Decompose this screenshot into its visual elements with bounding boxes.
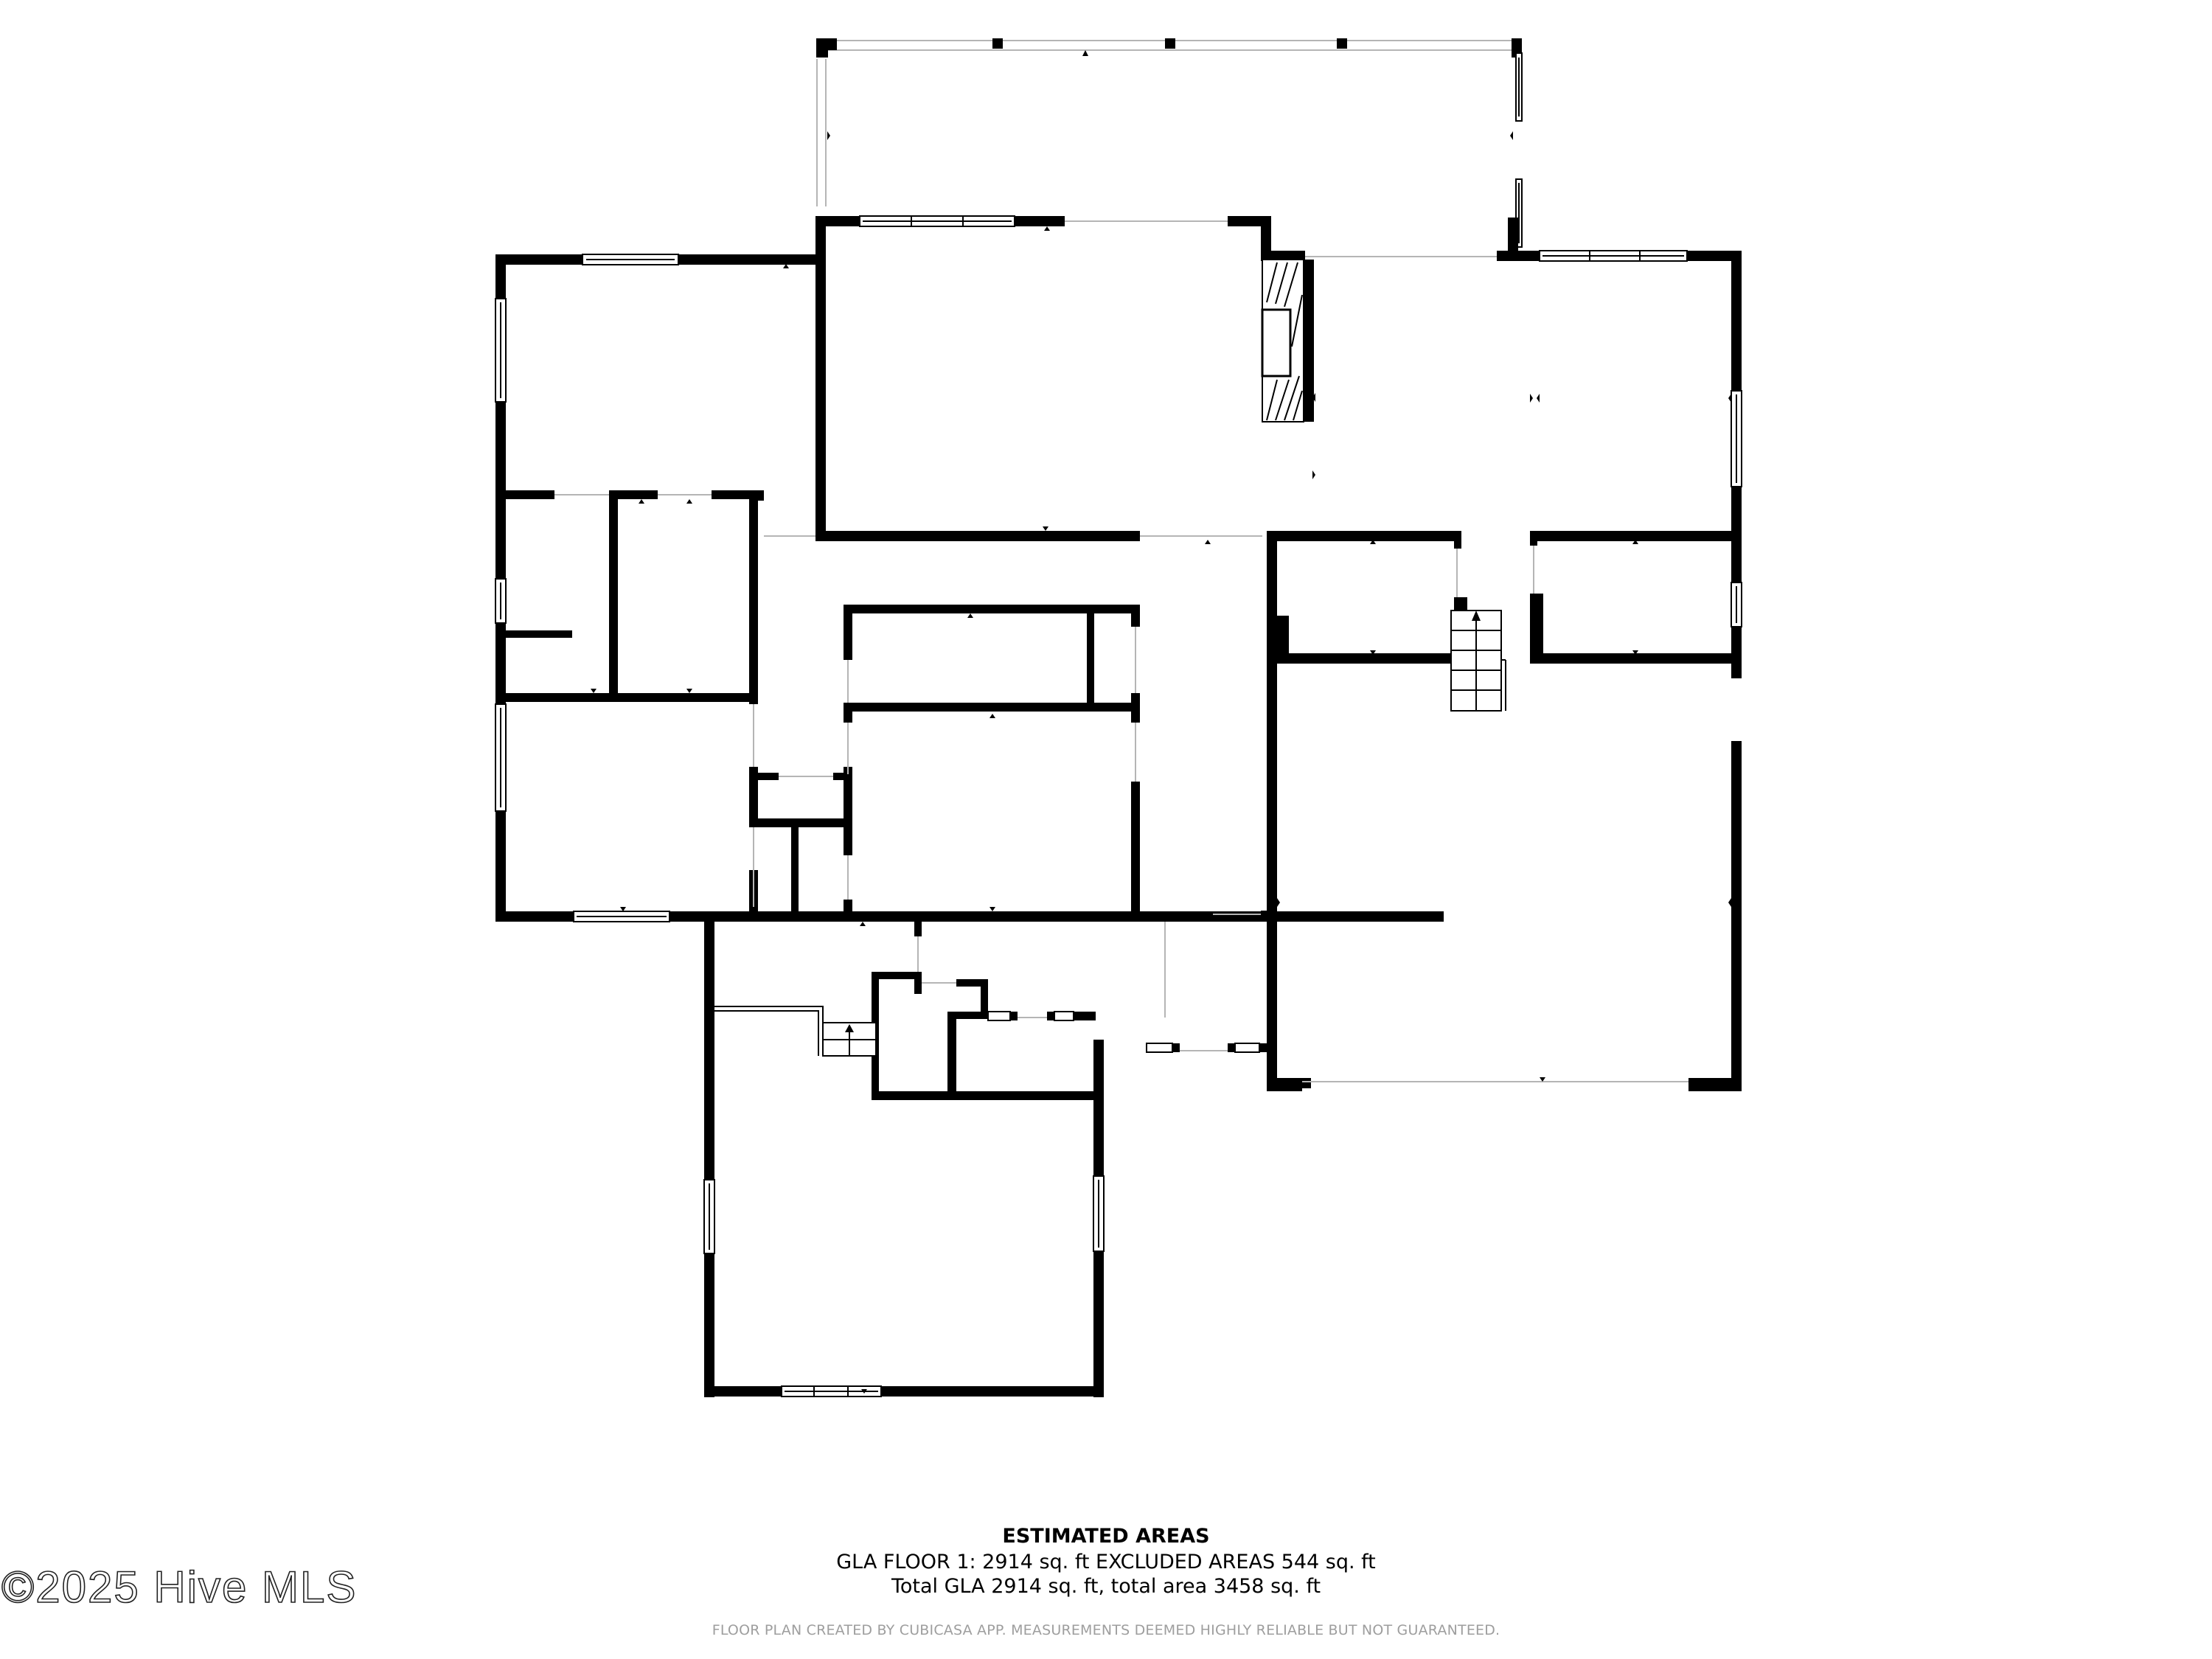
fireplace (1261, 259, 1314, 422)
total-area-summary: Total GLA 2914 sq. ft, total area 3458 s… (891, 1575, 1321, 1598)
dimension-markers (591, 226, 1731, 1394)
covered-porch (816, 38, 1523, 248)
gla-floor-summary: GLA FLOOR 1: 2914 sq. ft EXCLUDED AREAS … (836, 1551, 1376, 1573)
walls (495, 215, 1742, 1397)
estimated-areas-title: ESTIMATED AREAS (1002, 1525, 1210, 1548)
copyright-watermark: ©2025 Hive MLS (1, 1562, 358, 1613)
stairs-bonus (714, 1006, 877, 1057)
disclaimer-text: FLOOR PLAN CREATED BY CUBICASA APP. MEAS… (712, 1622, 1500, 1638)
stairs-garage (1450, 610, 1506, 712)
